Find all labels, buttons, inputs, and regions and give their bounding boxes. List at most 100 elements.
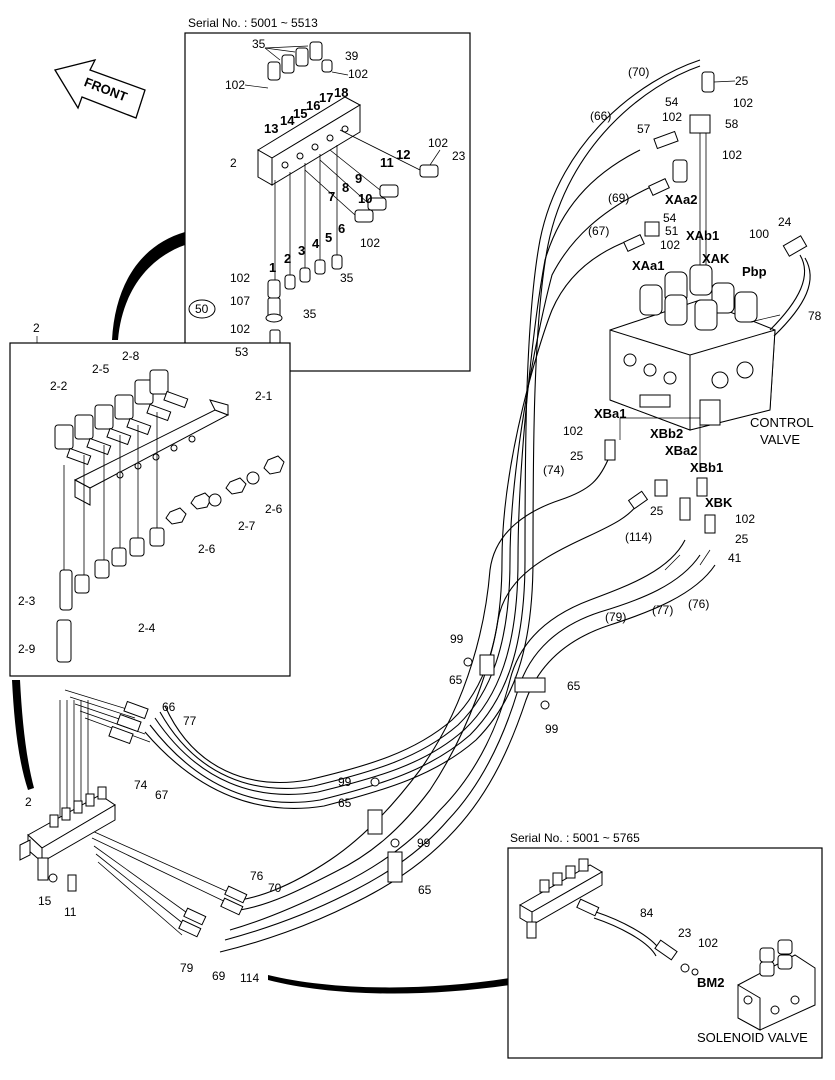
label: 102 [722, 148, 742, 162]
leader-lines [244, 45, 781, 571]
label: 69 [212, 969, 226, 983]
label: (74) [543, 463, 564, 477]
label: 2-9 [18, 642, 36, 656]
label: 2-4 [138, 621, 156, 635]
label: 12 [396, 147, 410, 162]
label: 102 [230, 271, 250, 285]
inset-left [9, 336, 291, 677]
label: (76) [688, 597, 709, 611]
label: (67) [588, 224, 609, 238]
label: 65 [449, 673, 463, 687]
inset-top: Serial No. : 5001 ~ 5513 [184, 16, 471, 372]
label: 2-7 [238, 519, 256, 533]
label: 7 [328, 189, 335, 204]
label: 4 [312, 236, 320, 251]
label: 2-2 [50, 379, 68, 393]
label: 2-8 [122, 349, 140, 363]
left-hose-ends [59, 689, 248, 938]
label: Pbp [742, 264, 767, 279]
label: 53 [235, 345, 249, 359]
label: 23 [452, 149, 466, 163]
label: 10 [358, 191, 372, 206]
label: 54 [663, 211, 677, 225]
swoosh-top-inset [112, 232, 185, 340]
label: 99 [545, 722, 559, 736]
inset-top-serial: Serial No. : 5001 ~ 5513 [188, 16, 318, 30]
inset-solenoid-serial: Serial No. : 5001 ~ 5765 [510, 831, 640, 845]
label: BM2 [697, 975, 724, 990]
label: 14 [280, 113, 295, 128]
label: XAb1 [686, 228, 719, 243]
label: 25 [570, 449, 584, 463]
label: (70) [628, 65, 649, 79]
label: 76 [250, 869, 264, 883]
label: 25 [650, 504, 664, 518]
label: 99 [338, 775, 352, 789]
label: 15 [293, 106, 307, 121]
label: (79) [605, 610, 626, 624]
label: 13 [264, 121, 278, 136]
label: 2 [33, 321, 40, 335]
labels-main: (70) 25 54 102 102 58 (66) 57 102 (69) X… [25, 65, 822, 985]
label: 41 [728, 551, 742, 565]
label: 58 [725, 117, 739, 131]
label: 84 [640, 906, 654, 920]
control-valve [609, 120, 811, 431]
label: 2-1 [255, 389, 273, 403]
label: 35 [252, 37, 266, 51]
label: 78 [808, 309, 822, 323]
label: 99 [450, 632, 464, 646]
label: 54 [665, 95, 679, 109]
label: 39 [345, 49, 359, 63]
swoosh-left-inset [12, 680, 34, 790]
label: 107 [230, 294, 250, 308]
label: 25 [735, 74, 749, 88]
label: 65 [338, 796, 352, 810]
label: 2-5 [92, 362, 110, 376]
label: (77) [652, 603, 673, 617]
label: 6 [338, 221, 345, 236]
label: (66) [590, 109, 611, 123]
label: 2-6 [198, 542, 216, 556]
label: XAK [702, 251, 730, 266]
labels-inset-top: 35 39 102 102 13 14 15 16 17 18 2 11 12 … [195, 37, 466, 359]
label: 2 [230, 156, 237, 170]
label: 102 [698, 936, 718, 950]
label: XBb1 [690, 460, 723, 475]
label: 2-6 [265, 502, 283, 516]
label: 74 [134, 778, 148, 792]
label: 102 [360, 236, 380, 250]
label: 2 [284, 251, 291, 266]
label: 51 [665, 224, 679, 238]
label: 77 [183, 714, 197, 728]
label: 16 [306, 98, 320, 113]
label: 102 [660, 238, 680, 252]
label: 66 [162, 700, 176, 714]
label: 35 [303, 307, 317, 321]
label: 11 [64, 905, 77, 919]
clamps [48, 654, 550, 892]
label: 50 [195, 302, 209, 316]
solenoid-valve-caption: SOLENOID VALVE [697, 1030, 808, 1045]
label: 102 [348, 67, 368, 81]
label: CONTROL [750, 415, 814, 430]
label: 114 [240, 971, 259, 985]
label: XBa1 [594, 406, 627, 421]
label: 25 [735, 532, 749, 546]
label: 2 [25, 795, 32, 809]
label: 5 [325, 230, 332, 245]
label: 17 [319, 90, 333, 105]
label: 102 [230, 322, 250, 336]
label: 15 [38, 894, 52, 908]
label: 65 [418, 883, 432, 897]
label: 79 [180, 961, 194, 975]
label: 2-3 [18, 594, 36, 608]
label: 35 [340, 271, 354, 285]
label: 102 [225, 78, 245, 92]
manifold-block-bottom [19, 786, 116, 881]
label: XBK [705, 495, 733, 510]
label: 1 [269, 260, 276, 275]
label: XBa2 [665, 443, 698, 458]
label: 9 [355, 171, 362, 186]
